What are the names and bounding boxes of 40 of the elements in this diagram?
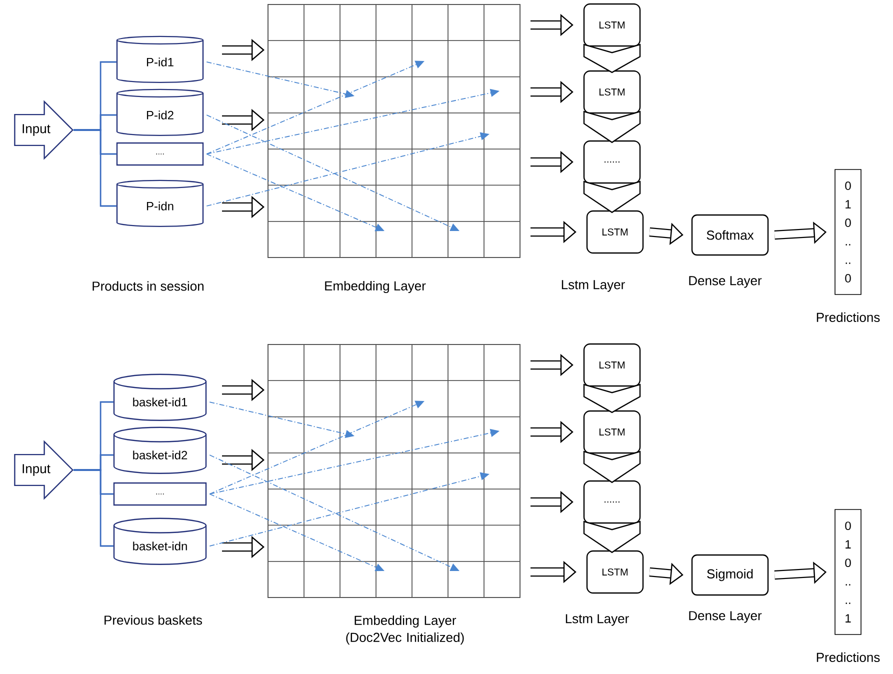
lstm-box: LSTM [586,210,644,254]
ellipsis-box: .... [113,482,207,506]
layer-caption: Lstm Layer [562,280,625,292]
chevron-arrow [583,384,641,414]
lstm-box: ...... [583,140,641,184]
database-cylinder: basket-id1 [113,374,207,421]
chevron-arrow [583,450,641,484]
lstm-box: LSTM [586,550,644,594]
prediction-vector: 0 1 0 .. .. 1 [834,509,862,635]
lstm-box: LSTM [583,410,641,454]
dense-layer-box: Softmax [691,214,769,256]
lstm-box: ...... [583,480,641,524]
database-cylinder: basket-id2 [113,426,207,474]
dense-layer-box: Sigmoid [691,554,769,596]
ellipsis-box: .... [116,142,204,166]
layer-caption: Lstm Layer [566,614,629,626]
lstm-box: LSTM [583,3,641,47]
database-cylinder: P-idn [116,180,204,228]
layer-caption: Previous baskets [104,615,202,625]
tree-connector [74,469,114,547]
chevron-arrow [583,180,641,214]
prediction-label: Predictions [816,312,880,322]
lstm-box: LSTM [583,343,641,387]
chevron-arrow [583,520,641,554]
chevron-arrow [583,44,641,74]
layer-caption: Dense Layer [689,611,762,623]
lstm-box: LSTM [583,70,641,114]
prediction-label: Predictions [816,652,880,662]
embedding-grid [268,4,520,258]
embedding-grid [268,344,520,598]
layer-caption: Products in session [92,281,204,291]
chevron-arrow [583,110,641,144]
database-cylinder: P-id1 [116,36,204,84]
database-cylinder: P-id2 [116,88,204,136]
layer-caption: Embedding Layer (Doc2Vec Initialized) [346,615,464,645]
prediction-vector: 0 1 0 .. .. 0 [834,169,862,295]
tree-connector [74,129,116,207]
database-cylinder: basket-idn [113,518,207,565]
layer-caption: Embedding Layer [325,280,426,294]
layer-caption: Dense Layer [689,276,762,288]
